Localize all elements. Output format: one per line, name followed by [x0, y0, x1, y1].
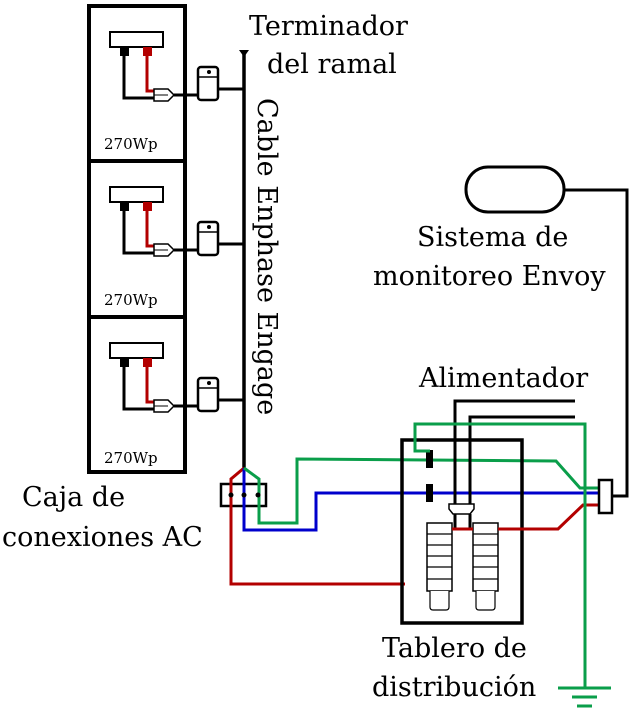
envoy-monitor — [464, 165, 629, 498]
negative-terminal-icon — [120, 202, 129, 211]
branch-terminator-icon — [239, 50, 249, 57]
panel-array-frame — [87, 4, 187, 474]
red-line-wire — [229, 466, 405, 586]
terminal-dot — [228, 492, 234, 498]
terminal-dot — [241, 492, 247, 498]
breaker-bank-left — [426, 522, 453, 611]
pv-module-junction-icon — [109, 342, 164, 359]
enphase-engage-cable — [239, 50, 249, 470]
microinverter-icon — [196, 376, 220, 413]
negative-terminal-icon — [120, 47, 129, 56]
panel-label-line2: distribución — [372, 672, 536, 703]
panel-enclosure — [400, 438, 524, 625]
positive-terminal-icon — [143, 358, 152, 367]
envoy-comm-wire — [564, 188, 629, 498]
feeder-label: Alimentador — [418, 363, 588, 394]
panel-label-line1: Tablero de — [382, 633, 527, 664]
ground-icon — [558, 686, 611, 708]
terminator-label-line2: del ramal — [267, 49, 397, 80]
panel-rating: 270Wp — [104, 291, 158, 309]
red-envoy-wire — [498, 503, 598, 531]
green-ground-wire — [243, 457, 600, 525]
blue-line-wire — [242, 468, 600, 532]
green-panel-ground — [413, 422, 587, 688]
negative-terminal-icon — [120, 358, 129, 367]
microinverter-icon — [196, 220, 220, 257]
feeder-wire-2 — [468, 415, 575, 508]
solar-panel-2: 270Wp — [104, 186, 245, 309]
positive-dc-wire — [145, 367, 155, 404]
distribution-panel — [400, 438, 524, 625]
neutral-bus-icon — [426, 484, 433, 502]
envoy-label-line2: monitoreo Envoy — [373, 261, 606, 292]
positive-terminal-icon — [143, 202, 152, 211]
pv-module-junction-icon — [109, 31, 164, 48]
positive-dc-wire — [145, 56, 155, 93]
positive-terminal-icon — [143, 47, 152, 56]
envoy-device-icon — [464, 165, 566, 214]
negative-dc-wire — [122, 367, 155, 411]
terminator-label-line1: Terminador — [249, 11, 408, 42]
breaker-bank-right — [472, 522, 499, 611]
pv-module-junction-icon — [109, 186, 164, 203]
envoy-connection-box — [597, 478, 614, 515]
panel-rating: 270Wp — [104, 135, 158, 153]
envoy-label-line1: Sistema de — [417, 222, 568, 253]
main-breaker-icon — [448, 503, 475, 515]
solar-panel-3: 270Wp — [104, 342, 245, 467]
negative-dc-wire — [122, 56, 155, 100]
positive-dc-wire — [145, 211, 155, 248]
microinverter-icon — [196, 65, 220, 102]
junction-label-line2: conexiones AC — [2, 522, 203, 553]
negative-dc-wire — [122, 211, 155, 255]
solar-panel-1: 270Wp — [104, 31, 245, 153]
cable-label: Cable Enphase Engage — [251, 98, 282, 415]
ground-bus-icon — [426, 450, 433, 468]
panel-rating: 270Wp — [104, 449, 158, 467]
feeder-wire-1 — [453, 399, 575, 508]
solar-panel-array — [87, 4, 187, 474]
junction-label-line1: Caja de — [22, 482, 125, 513]
terminal-dot — [255, 492, 261, 498]
